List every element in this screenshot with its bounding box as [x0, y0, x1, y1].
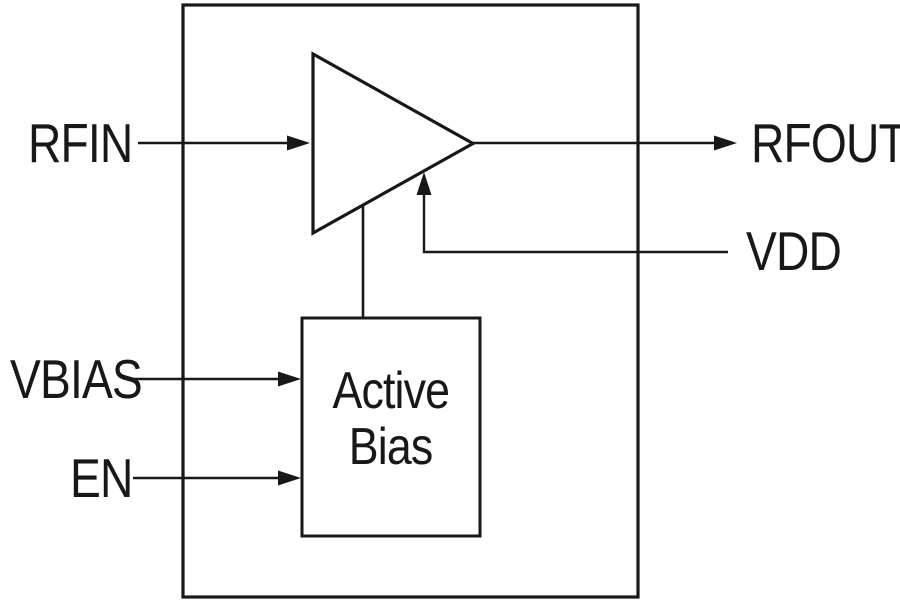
en-arrowhead-icon	[278, 470, 301, 486]
rfin-label: RFIN	[28, 112, 152, 174]
en-label-text: EN	[70, 447, 133, 509]
amplifier-triangle	[311, 51, 477, 236]
rfout-arrowhead-icon	[714, 135, 737, 151]
vdd-wire	[422, 191, 728, 254]
vdd-label-text: VDD	[746, 220, 842, 282]
rfin-arrowhead-icon	[287, 135, 310, 151]
chip-outline-box	[181, 3, 640, 599]
rfin-label-text: RFIN	[28, 112, 133, 174]
vdd-arrowhead-icon	[416, 172, 432, 195]
active-bias-label-line1: Active	[332, 362, 450, 420]
vbias-label: VBIAS	[10, 348, 167, 410]
vbias-label-text: VBIAS	[10, 348, 143, 410]
vbias-arrowhead-icon	[278, 371, 301, 387]
vdd-label: VDD	[746, 220, 859, 282]
rfout-label-text: RFOUT	[751, 112, 900, 174]
rfout-label: RFOUT	[751, 112, 900, 174]
active-bias-box	[300, 316, 482, 538]
en-label: EN	[70, 447, 144, 509]
active-bias-label: Active Bias	[302, 318, 480, 536]
active-bias-label-line2: Bias	[349, 418, 433, 476]
